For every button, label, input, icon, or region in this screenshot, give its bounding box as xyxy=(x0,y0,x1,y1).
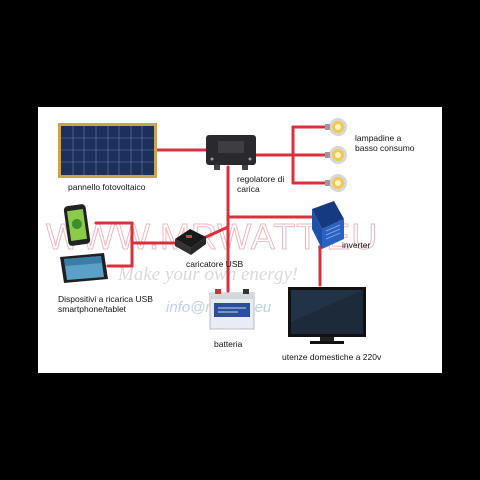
tablet-icon xyxy=(60,253,108,283)
usb-charger-icon xyxy=(175,229,206,255)
inverter-icon xyxy=(312,201,344,249)
label-devices: Dispositivi a ricarica USB smartphone/ta… xyxy=(58,294,153,314)
label-usb-charger: caricatore USB xyxy=(186,259,244,269)
diagram-canvas: WWW.MRWATT.EU Make your own energy! info… xyxy=(38,107,442,373)
label-battery: batteria xyxy=(214,339,243,349)
label-regulator-line1: regolatore di xyxy=(237,174,285,184)
label-regulator-line2: carica xyxy=(237,184,260,194)
television-icon xyxy=(288,287,366,344)
label-lamps: lampadine a basso consumo xyxy=(355,133,415,153)
charge-controller-icon xyxy=(206,135,256,170)
label-inverter: inverter xyxy=(342,240,371,250)
label-appliances: utenze domestiche a 220v xyxy=(282,352,382,362)
solar-panel-icon xyxy=(58,123,157,178)
label-devices-line2: smartphone/tablet xyxy=(58,304,127,314)
label-lamps-line1: lampadine a xyxy=(355,133,402,143)
battery-icon xyxy=(209,289,255,330)
label-regulator: regolatore di carica xyxy=(237,174,284,194)
smartphone-icon xyxy=(63,204,91,246)
wiring-layer xyxy=(94,125,327,293)
wire-bus-usb xyxy=(204,225,230,239)
label-panel: pannello fotovoltaico xyxy=(68,182,146,192)
label-lamps-line2: basso consumo xyxy=(355,143,415,153)
devices-layer xyxy=(58,118,366,344)
led-bulb-icon xyxy=(325,118,347,192)
label-devices-line1: Dispositivi a ricarica USB xyxy=(58,294,153,304)
